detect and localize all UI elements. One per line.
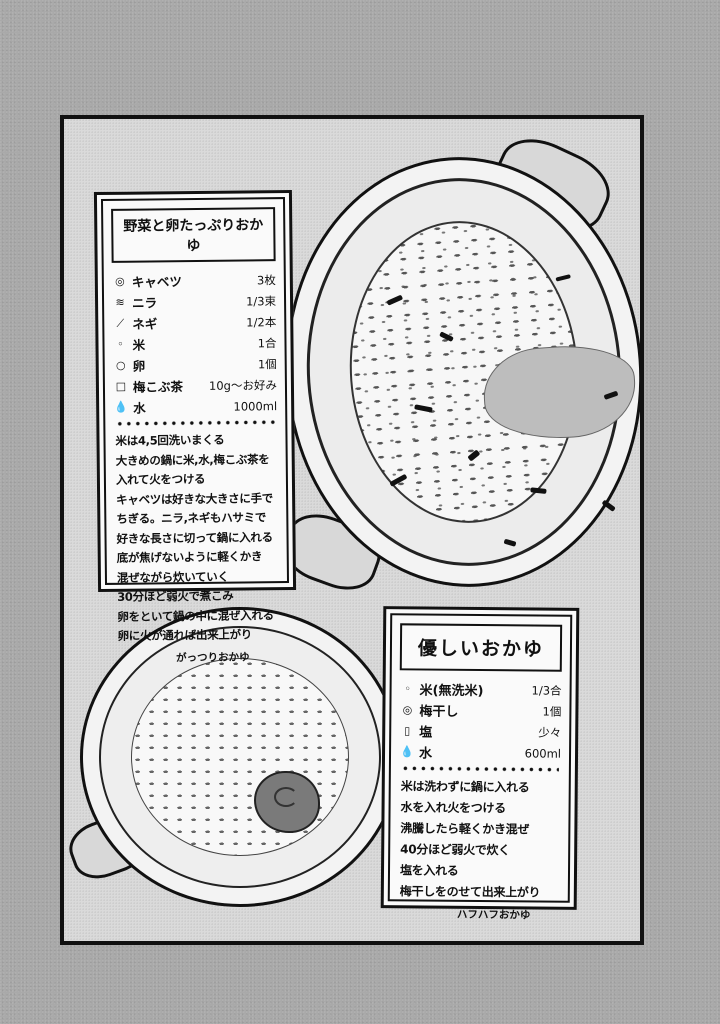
instruction-line: 卵をといて鍋の中に混ぜ入れる xyxy=(117,607,274,624)
ingredient-row: ⟋ ネギ 1/2本 xyxy=(112,311,276,334)
instruction-line: 大きめの鍋に米,水,梅こぶ茶を xyxy=(115,451,270,468)
ingredient-qty: 1合 xyxy=(257,335,277,350)
ingredient-list: ◦ 米(無洗米) 1/3合 ◎ 梅干し 1個 ▯ 塩 少々 💧 水 600ml xyxy=(399,678,562,763)
instruction-line: 卵に火が通れば出来上がり xyxy=(117,627,253,643)
tea-box-icon: □ xyxy=(115,379,127,393)
ingredient-row: ◎ 梅干し 1個 xyxy=(399,699,562,721)
ingredient-name: キャベツ xyxy=(131,274,182,290)
ingredient-row: ○ 卵 1個 xyxy=(113,353,277,376)
ingredient-name: 梅干し xyxy=(419,704,459,720)
ingredient-qty: 1個 xyxy=(542,704,562,719)
ingredient-row: ◦ 米(無洗米) 1/3合 xyxy=(400,678,562,700)
plain-porridge xyxy=(131,658,349,856)
dotted-divider xyxy=(115,420,276,426)
salt-shaker-icon: ▯ xyxy=(404,724,411,738)
recipe-tagline: ハフハフおかゆ xyxy=(456,908,531,922)
rice-grain-icon: ◦ xyxy=(117,337,124,351)
rice-grain-icon: ◦ xyxy=(404,682,411,696)
instruction-list: 米は洗わずに鍋に入れる 水を入れ火をつける 沸騰したら軽くかき混ぜ 40分ほど弱… xyxy=(400,776,559,903)
ingredient-name: 米(無洗米) xyxy=(419,683,484,700)
ingredient-qty: 10g〜お好み xyxy=(208,377,278,393)
instruction-line: 梅干しをのせて出来上がり xyxy=(399,884,541,900)
instruction-line: 40分ほど弱火で炊く xyxy=(400,842,510,858)
chive-piece xyxy=(467,449,481,462)
ingredient-name: 塩 xyxy=(419,725,433,741)
recipe-tagline: がっつりおかゆ xyxy=(175,650,250,664)
egg-icon: ○ xyxy=(115,358,126,372)
ingredient-row: 💧 水 600ml xyxy=(399,741,561,763)
instruction-line: 沸騰したら軽くかき混ぜ xyxy=(400,821,530,837)
instruction-line: 混ぜながら炊いていく xyxy=(116,569,229,585)
chives-icon: ≋ xyxy=(115,295,125,309)
chive-piece xyxy=(414,404,433,413)
instruction-line: 水を入れ火をつける xyxy=(400,800,506,816)
leek-icon: ⟋ xyxy=(116,316,125,330)
ingredient-qty: 1000ml xyxy=(233,398,278,414)
recipe-card-gentle-porridge: 優しいおかゆ ◦ 米(無洗米) 1/3合 ◎ 梅干し 1個 ▯ 塩 少々 💧 水… xyxy=(380,606,580,921)
manga-panel: 野菜と卵たっぷりおかゆ ◎ キャベツ 3枚 ≋ ニラ 1/3束 ⟋ ネギ 1/2… xyxy=(60,115,644,945)
ingredient-name: ニラ xyxy=(131,295,158,311)
instruction-line: 30分ほど弱火で煮こみ xyxy=(117,588,234,604)
instruction-line: 底が焦げないように軽くかき xyxy=(116,549,263,565)
ingredient-qty: 1/2本 xyxy=(246,314,277,329)
ingredient-row: ≋ ニラ 1/3束 xyxy=(112,290,276,313)
recipe-card-vegetable-egg: 野菜と卵たっぷりおかゆ ◎ キャベツ 3枚 ≋ ニラ 1/3束 ⟋ ネギ 1/2… xyxy=(93,189,297,664)
ingredient-name: ネギ xyxy=(132,316,158,332)
ingredient-qty: 1/3合 xyxy=(531,682,562,698)
ingredient-qty: 600ml xyxy=(524,745,562,761)
chive-piece xyxy=(503,538,517,547)
chive-piece xyxy=(386,294,404,306)
chive-piece xyxy=(530,487,547,494)
chive-piece xyxy=(439,331,454,342)
instruction-line: ちぎる。ニラ,ネギもハサミで xyxy=(116,510,267,526)
ingredient-qty: 3枚 xyxy=(256,272,276,287)
instruction-line: キャベツは好きな大きさに手で xyxy=(116,490,274,507)
instruction-line: 好きな長さに切って鍋に入れる xyxy=(116,529,273,546)
pot-rim xyxy=(99,626,381,888)
umeboshi-icon: ◎ xyxy=(402,703,413,717)
small-porridge-pot xyxy=(80,607,400,907)
ingredient-name: 梅こぶ茶 xyxy=(132,379,184,395)
ingredient-name: 米 xyxy=(132,337,146,353)
ingredient-name: 水 xyxy=(133,400,146,416)
instruction-line: 米は洗わずに鍋に入れる xyxy=(400,779,530,795)
recipe-title: 優しいおかゆ xyxy=(399,623,563,672)
water-drop-icon: 💧 xyxy=(400,745,414,759)
ingredient-row: 💧 水 1000ml xyxy=(113,395,277,418)
ingredient-list: ◎ キャベツ 3枚 ≋ ニラ 1/3束 ⟋ ネギ 1/2本 ◦ 米 1合 ○ 卵 xyxy=(112,269,278,418)
water-drop-icon: 💧 xyxy=(114,400,129,414)
ingredient-name: 卵 xyxy=(132,358,146,374)
recipe-title: 野菜と卵たっぷりおかゆ xyxy=(111,207,276,263)
ingredient-row: ◦ 米 1合 xyxy=(112,332,276,355)
ingredient-row: □ 梅こぶ茶 10g〜お好み xyxy=(113,374,277,397)
ingredient-qty: 1個 xyxy=(257,356,277,371)
vegetable-egg-porridge xyxy=(339,213,639,547)
pot-rim xyxy=(293,167,639,577)
instruction-line: 米は4,5回洗いまくる xyxy=(115,432,225,448)
ingredient-qty: 少々 xyxy=(538,725,562,740)
ingredient-row: ◎ キャベツ 3枚 xyxy=(112,269,276,292)
chive-piece xyxy=(389,473,408,487)
ingredient-name: 水 xyxy=(418,746,433,762)
instruction-line: 塩を入れる xyxy=(399,863,459,878)
instruction-list: 米は4,5回洗いまくる 大きめの鍋に米,水,梅こぶ茶を 入れて火をつける キャベ… xyxy=(115,430,277,646)
ingredient-row: ▯ 塩 少々 xyxy=(399,720,561,742)
dotted-divider xyxy=(400,766,559,772)
cabbage-icon: ◎ xyxy=(114,274,125,288)
instruction-line: 入れて火をつける xyxy=(115,471,206,487)
umeboshi-icon xyxy=(254,771,320,833)
ingredient-qty: 1/3束 xyxy=(245,293,277,308)
chive-piece xyxy=(601,499,616,512)
chive-piece xyxy=(555,274,571,282)
